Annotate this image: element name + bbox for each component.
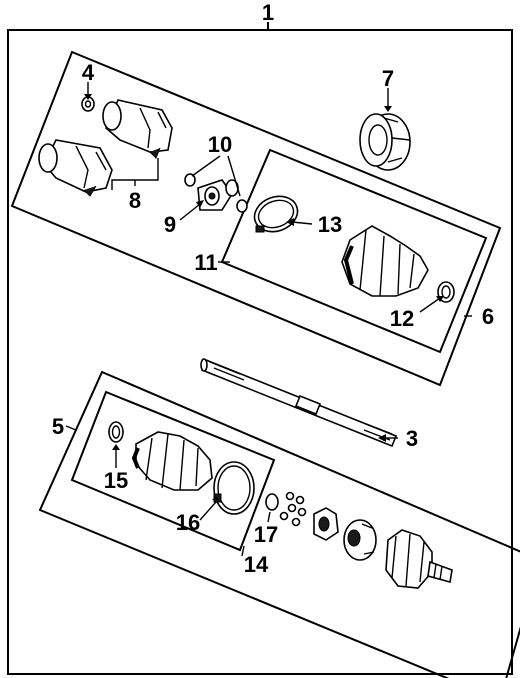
housing-lower (38, 139, 113, 197)
spider-assembly (184, 173, 248, 213)
ball-set (279, 491, 307, 527)
housing-upper (102, 99, 173, 159)
callout-11: 11 (194, 250, 217, 275)
callout-15: 15 (104, 468, 128, 493)
inner-boot-part (341, 225, 429, 297)
outer-clamp-large (213, 461, 255, 515)
cage-part (343, 519, 377, 561)
callout-10: 10 (208, 132, 232, 157)
outer-joint-housing-part (385, 529, 453, 589)
outer-frame (7, 29, 513, 675)
callout-16: 16 (176, 510, 200, 535)
retaining-ring-part (265, 493, 279, 511)
clip-ring-hole (84, 100, 92, 108)
callout-5: 5 (52, 414, 64, 439)
tripod-ring-part (359, 113, 411, 171)
panel-outer-joint (38, 370, 520, 678)
callout-7: 7 (382, 66, 394, 91)
panel-inner-boot-kit (220, 148, 488, 354)
panel-inner-joint (10, 50, 502, 387)
callout-17: 17 (254, 522, 278, 547)
boot-clamp-large (253, 195, 299, 233)
callout-8: 8 (129, 188, 141, 213)
callout-12: 12 (390, 306, 414, 331)
callout-14: 14 (244, 552, 269, 577)
callout-13: 13 (318, 212, 342, 237)
outer-boot-part (131, 431, 213, 491)
panel-outer-boot-kit (70, 390, 276, 552)
boot-clamp-small-inner (441, 285, 451, 299)
callout-3: 3 (406, 426, 418, 451)
axle-shaft-part (200, 358, 398, 448)
callout-9: 9 (164, 212, 176, 237)
callout-1: 1 (262, 0, 274, 25)
inner-race-part (313, 507, 339, 541)
callout-6: 6 (482, 304, 494, 329)
leader-lines (65, 82, 472, 557)
outer-clamp-small (108, 421, 124, 443)
outer-clamp-small-inner (111, 425, 121, 439)
callout-4: 4 (82, 60, 95, 85)
